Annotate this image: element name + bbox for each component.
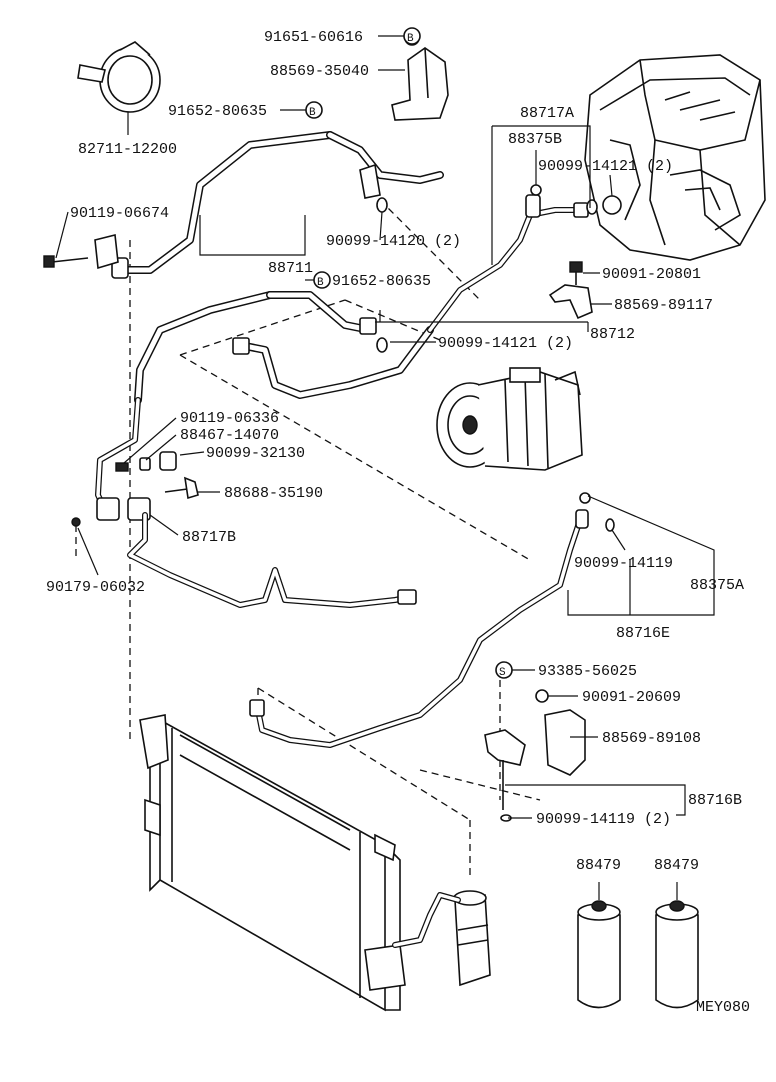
marker-b-icon [313,271,331,289]
marker-b-icon [403,27,421,45]
label-88688-35190: 88688-35190 [224,485,323,502]
label-88712: 88712 [590,326,635,343]
marker-letter: S [499,667,506,679]
label-90099-14121-top: 90099-14121 (2) [538,158,673,175]
hose-88711 [94,131,444,279]
leader-lines [55,35,715,900]
label-88717b: 88717B [182,529,236,546]
cap-90099-32130 [159,451,177,471]
label-90119-06336: 90119-06336 [180,410,279,427]
label-93385-56025: 93385-56025 [538,663,637,680]
hose-clamp [77,41,161,113]
bolt-90091-20801 [569,261,583,285]
label-90099-14121-mid: 90099-14121 (2) [438,335,573,352]
marker-letter: B [317,277,324,289]
label-90091-20609: 90091-20609 [582,689,681,706]
label-88716e: 88716E [616,625,670,642]
label-90179-06032: 90179-06032 [46,579,145,596]
label-90091-20801: 90091-20801 [602,266,701,283]
label-88479-1: 88479 [576,857,621,874]
diagram-code: MEY080 [696,999,750,1016]
label-88716b: 88716B [688,792,742,809]
refrigerant-can-2 [655,900,699,1009]
label-88569-89117: 88569-89117 [614,297,713,314]
label-90099-32130: 90099-32130 [206,445,305,462]
small-hardware [43,30,699,1009]
washer-88467-14070 [139,457,151,471]
marker-b-icon [305,101,323,119]
label-91652-80635-mid: 91652-80635 [332,273,431,290]
label-90099-14119-2: 90099-14119 (2) [536,811,671,828]
label-82711-12200: 82711-12200 [78,141,177,158]
label-88375a: 88375A [690,577,744,594]
hose-bracket [391,30,449,121]
refrigerant-can-1 [577,900,621,1009]
bolt-90119-06336 [115,462,129,472]
label-90099-14119: 90099-14119 [574,555,673,572]
bolt-90091-20609 [535,689,549,703]
label-88717a: 88717A [520,105,574,122]
part-labels: 91651-60616 B 88569-35040 82711-12200 91… [46,27,750,1016]
label-88569-89108: 88569-89108 [602,730,701,747]
evaporator-unit [584,54,766,261]
hose-88712 [134,291,434,404]
receiver-drier [392,890,491,987]
label-88467-14070: 88467-14070 [180,427,279,444]
o-ring-90099-14120 [376,197,388,213]
marker-letter: B [309,107,316,119]
clamp-88569-89117 [548,284,593,320]
label-88711: 88711 [268,260,313,277]
pipe-88717b [127,512,417,608]
label-88479-2: 88479 [654,857,699,874]
compressor [436,367,583,471]
o-ring-90099-14119 [605,518,615,532]
label-90119-06674: 90119-06674 [70,205,169,222]
marker-letter: B [407,33,414,45]
union-88375a [575,509,589,529]
o-ring-90099-14121 [376,337,388,353]
pipe-88716e [249,517,583,748]
pressure-switch-bracket [484,729,526,766]
bolt-90119-06674 [43,255,89,268]
pipe-down-to-bracket [95,397,151,521]
label-91652-80635-top: 91652-80635 [168,103,267,120]
label-90099-14120: 90099-14120 (2) [326,233,461,250]
label-91651-60616: 91651-60616 [264,29,363,46]
union-88375b [525,194,541,218]
pipe-88717a [427,202,589,333]
condenser [139,714,406,1012]
label-88375b: 88375B [508,131,562,148]
o-ring-90099-14121-upper [586,199,598,215]
nut-90179-06032 [71,517,81,527]
label-88569-35040: 88569-35040 [270,63,369,80]
bracket-88569-89108 [544,709,586,776]
marker-s-icon [495,661,513,679]
